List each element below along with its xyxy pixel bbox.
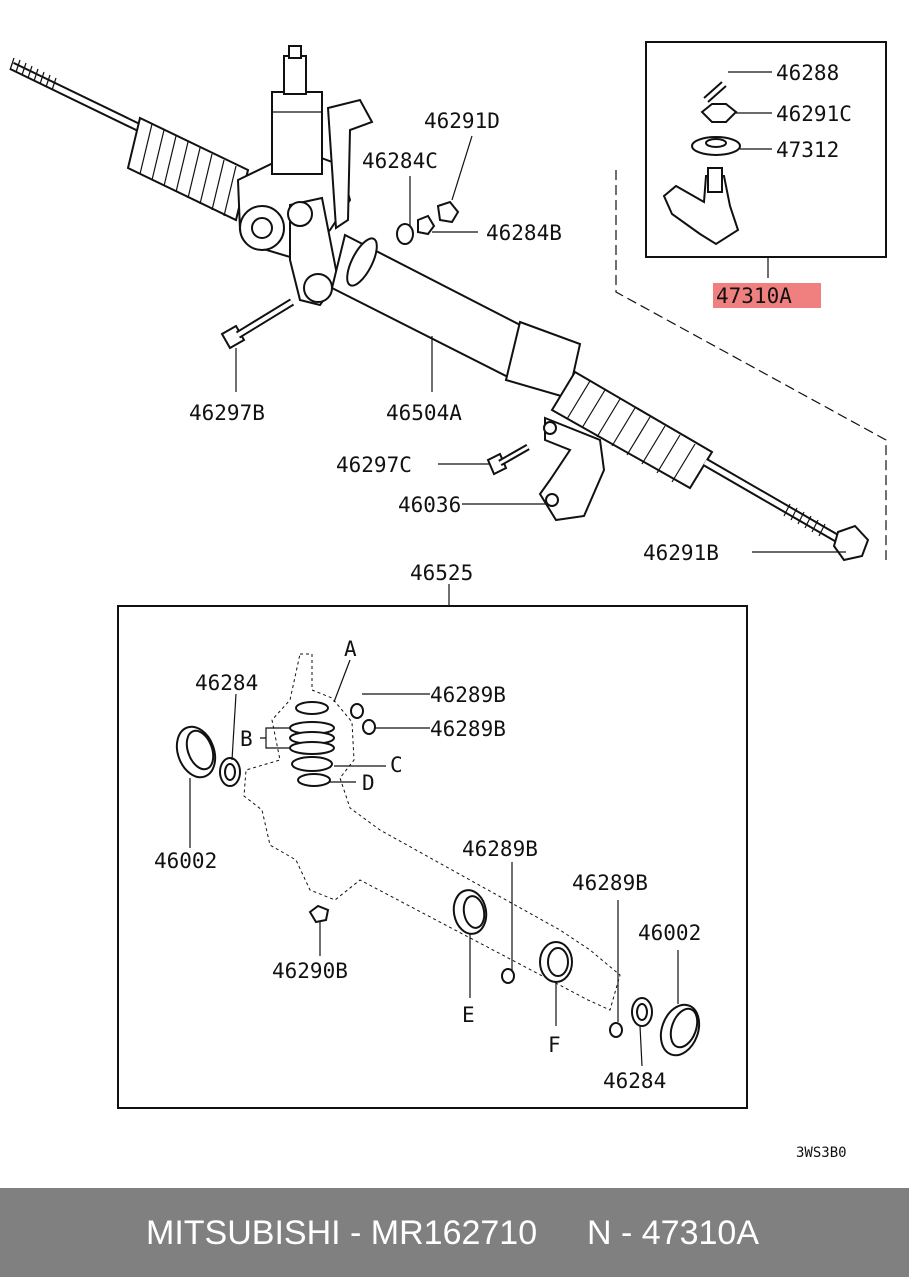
label-46284b: 46284B [486,221,562,245]
footer-bar: MITSUBISHI - MR162710 N - 47310A [0,1188,909,1277]
label-letter-b: B [240,727,253,751]
leader-lines-upper [235,71,846,553]
parts-diagram: 46288 46291C 47312 47310A 46291D 46284C … [9,41,887,1161]
part-highlight [713,283,821,308]
diagram-code: 3WS3B0 [796,1145,847,1161]
label-47310a: 47310A [716,284,792,308]
label-letter-e: E [462,1003,475,1027]
label-46291d: 46291D [424,109,500,133]
label-46289b-1: 46289B [430,683,506,707]
label-46002-right: 46002 [638,921,701,945]
label-46288: 46288 [776,61,839,85]
label-46504a: 46504A [386,401,462,425]
label-46297c: 46297C [336,453,412,477]
label-46036: 46036 [398,493,461,517]
seal-kit-inset [117,584,748,1109]
label-46291b: 46291B [643,541,719,565]
label-46525: 46525 [410,561,473,585]
footer-reference-number: N - 47310A [587,1214,759,1252]
label-46289b-3: 46289B [462,837,538,861]
part-labels: 46288 46291C 47312 47310A 46291D 46284C … [154,61,852,1161]
label-46291c: 46291C [776,102,852,126]
label-letter-a: A [344,637,357,661]
tie-rod-end-inset [615,41,887,560]
label-46289b-2: 46289B [430,717,506,741]
label-46297b: 46297B [189,401,265,425]
leader-lines-lower [189,659,679,1067]
label-47312: 47312 [776,138,839,162]
label-letter-f: F [548,1033,561,1057]
label-46284-top: 46284 [195,671,258,695]
label-46002-left: 46002 [154,849,217,873]
label-46289b-4: 46289B [572,871,648,895]
label-letter-d: D [362,771,375,795]
label-46284c: 46284C [362,149,438,173]
footer-brand-part-number: MITSUBISHI - MR162710 [146,1214,538,1252]
label-letter-c: C [390,753,403,777]
label-46284-bottom: 46284 [603,1069,666,1093]
label-46290b: 46290B [272,959,348,983]
steering-rack-drawing [9,45,870,562]
